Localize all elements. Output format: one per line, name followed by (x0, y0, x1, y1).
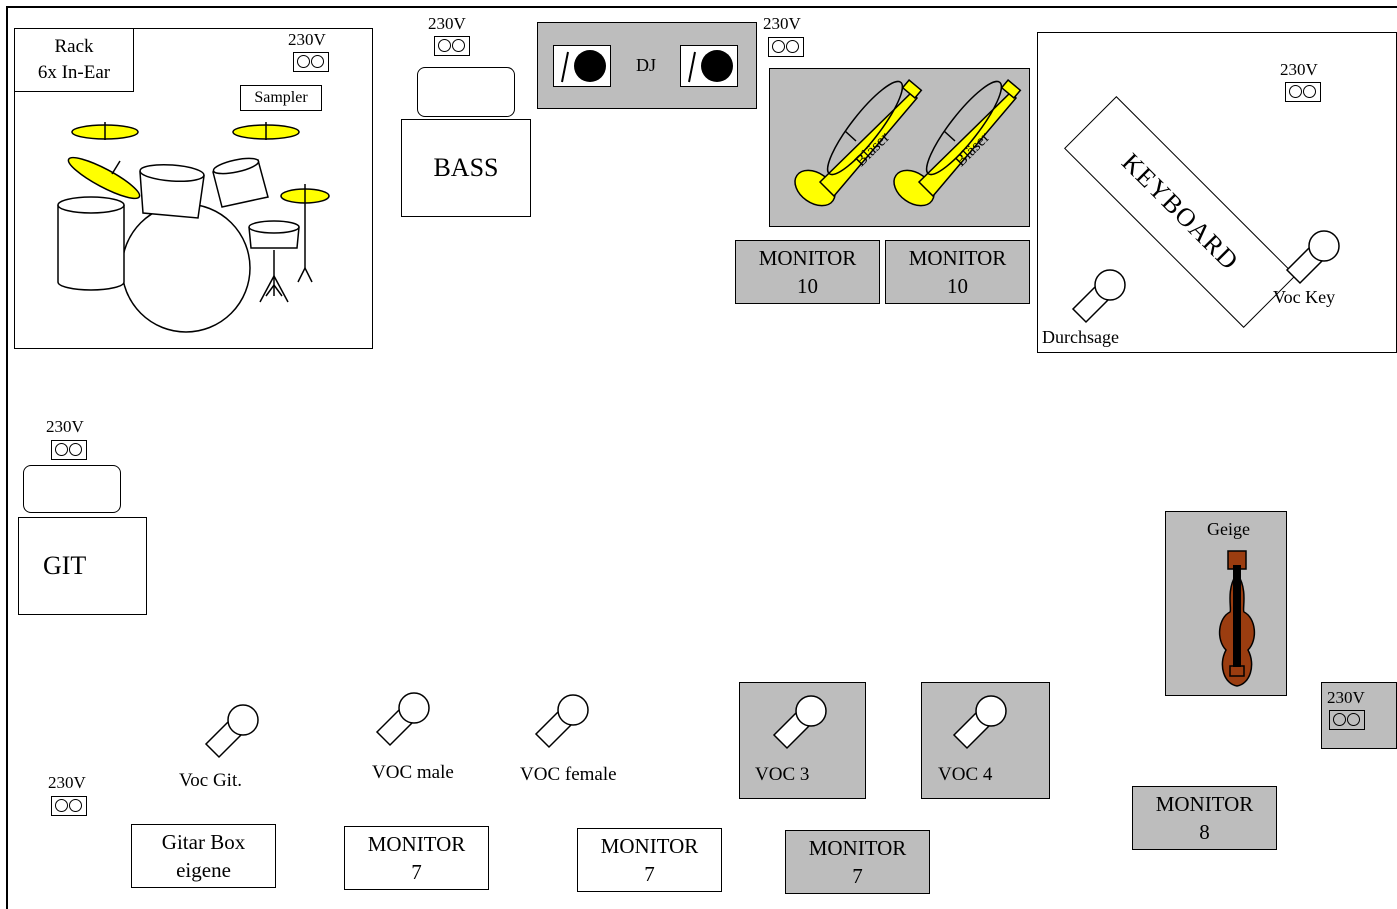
monitor-10-right: MONITOR 10 (885, 240, 1030, 304)
horn-section (769, 68, 1030, 227)
violin-label: Geige (1207, 519, 1250, 539)
monitor-label: MONITOR (908, 245, 1007, 270)
guitar-amp-head (23, 465, 121, 513)
power-outlet-icon (51, 796, 87, 816)
monitor-10-left: MONITOR 10 (735, 240, 880, 304)
voc-female-label: VOC female (520, 764, 617, 785)
sampler-label: Sampler (254, 89, 308, 107)
guitar-cabinet: GIT (18, 517, 147, 615)
power-outlet-icon (434, 36, 470, 56)
bass-amp-head (417, 67, 515, 117)
power-outlet-icon (1329, 710, 1365, 730)
power-outlet-icon (1285, 82, 1321, 102)
monitor-number: 7 (852, 864, 863, 888)
voc-git-label: Voc Git. (179, 770, 242, 791)
announce-mic-label: Durchsage (1042, 327, 1119, 347)
power-outlet-icon (293, 52, 329, 72)
stage-outline (6, 6, 1397, 909)
monitor-number: 8 (1199, 820, 1210, 844)
power-outlet-icon (768, 37, 804, 57)
monitor-7-male: MONITOR 7 (344, 826, 489, 890)
guitar-box-note: eigene (176, 858, 231, 882)
rack-label: Rack (54, 36, 94, 58)
guitar-box: Gitar Box eigene (131, 824, 276, 888)
monitor-label: MONITOR (808, 835, 907, 860)
power-label: 230V (1280, 60, 1318, 79)
bass-cabinet: BASS (401, 119, 531, 217)
power-label: 230V (1327, 688, 1365, 707)
monitor-label: MONITOR (367, 831, 466, 856)
voc-male-label: VOC male (372, 762, 454, 783)
monitor-8: MONITOR 8 (1132, 786, 1277, 850)
monitor-label: MONITOR (758, 245, 857, 270)
guitar-box-label: Gitar Box (161, 829, 246, 854)
guitar-label: GIT (43, 551, 87, 580)
monitor-label: MONITOR (1155, 791, 1254, 816)
voc-key-label: Voc Key (1273, 287, 1336, 307)
power-label: 230V (46, 417, 84, 436)
monitor-number: 7 (644, 862, 655, 886)
dj-label: DJ (636, 55, 657, 75)
monitor-7-female: MONITOR 7 (577, 828, 722, 892)
monitor-number: 7 (411, 860, 422, 884)
bass-label: BASS (433, 153, 499, 183)
voc3-label: VOC 3 (755, 764, 810, 785)
power-label: 230V (288, 30, 326, 49)
power-label: 230V (428, 14, 466, 33)
monitor-label: MONITOR (600, 833, 699, 858)
monitor-7-voc: MONITOR 7 (785, 830, 930, 894)
rack-in-ear-label: 6x In-Ear (37, 62, 111, 83)
power-label: 230V (763, 14, 801, 33)
monitor-number: 10 (797, 274, 818, 298)
power-outlet-icon (51, 440, 87, 460)
voc4-label: VOC 4 (938, 764, 993, 785)
sampler: Sampler (240, 85, 322, 111)
in-ear-rack: Rack 6x In-Ear (14, 28, 134, 92)
monitor-number: 10 (947, 274, 968, 298)
power-label: 230V (48, 773, 86, 792)
